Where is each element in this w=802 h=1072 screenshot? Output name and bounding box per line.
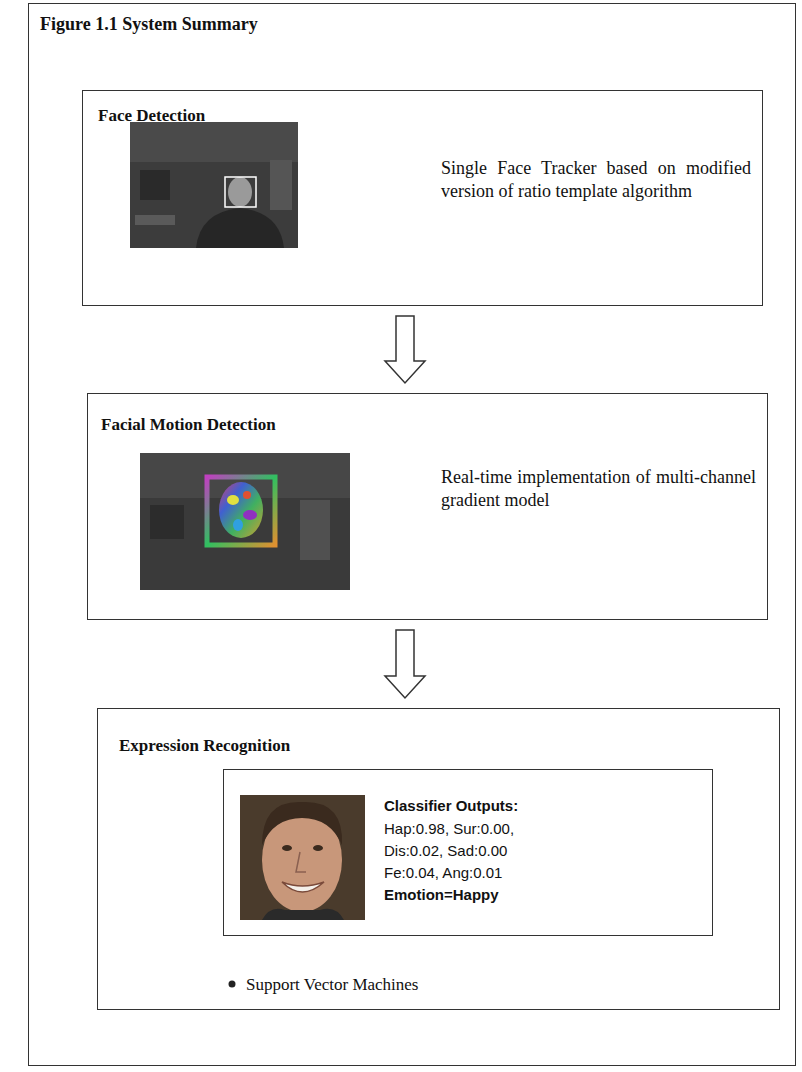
motion-field-photo	[140, 453, 350, 590]
box-heading: Facial Motion Detection	[101, 414, 276, 436]
emotion-result: Emotion=Happy	[384, 885, 499, 905]
flow-arrow	[385, 630, 425, 698]
classifier-score: Fe:0.04, Ang:0.01	[384, 863, 502, 883]
bullet-dot	[229, 981, 236, 988]
method-bullet-text: Support Vector Machines	[246, 974, 419, 996]
stage-box: Facial Motion DetectionReal-time impleme…	[87, 393, 768, 620]
flow-arrow	[385, 316, 425, 383]
classifier-heading: Classifier Outputs:	[384, 796, 518, 816]
box-description: Single Face Tracker based on modified ve…	[441, 157, 751, 204]
classifier-score: Hap:0.98, Sur:0.00,	[384, 819, 514, 839]
stage-box: Face DetectionSingle Face Tracker based …	[82, 90, 763, 306]
box-heading: Face Detection	[98, 105, 205, 127]
figure-title: Figure 1.1 System Summary	[40, 14, 258, 35]
box-heading: Expression Recognition	[119, 735, 290, 757]
stage-box: Expression RecognitionSupport Vector Mac…	[97, 708, 780, 1010]
classifier-score: Dis:0.02, Sad:0.00	[384, 841, 507, 861]
box-description: Real-time implementation of multi-channe…	[441, 466, 756, 513]
classifier-panel: Classifier Outputs: Hap:0.98, Sur:0.00,Di…	[223, 769, 713, 936]
face-detection-photo	[130, 122, 298, 248]
happy-face-photo	[240, 795, 365, 920]
